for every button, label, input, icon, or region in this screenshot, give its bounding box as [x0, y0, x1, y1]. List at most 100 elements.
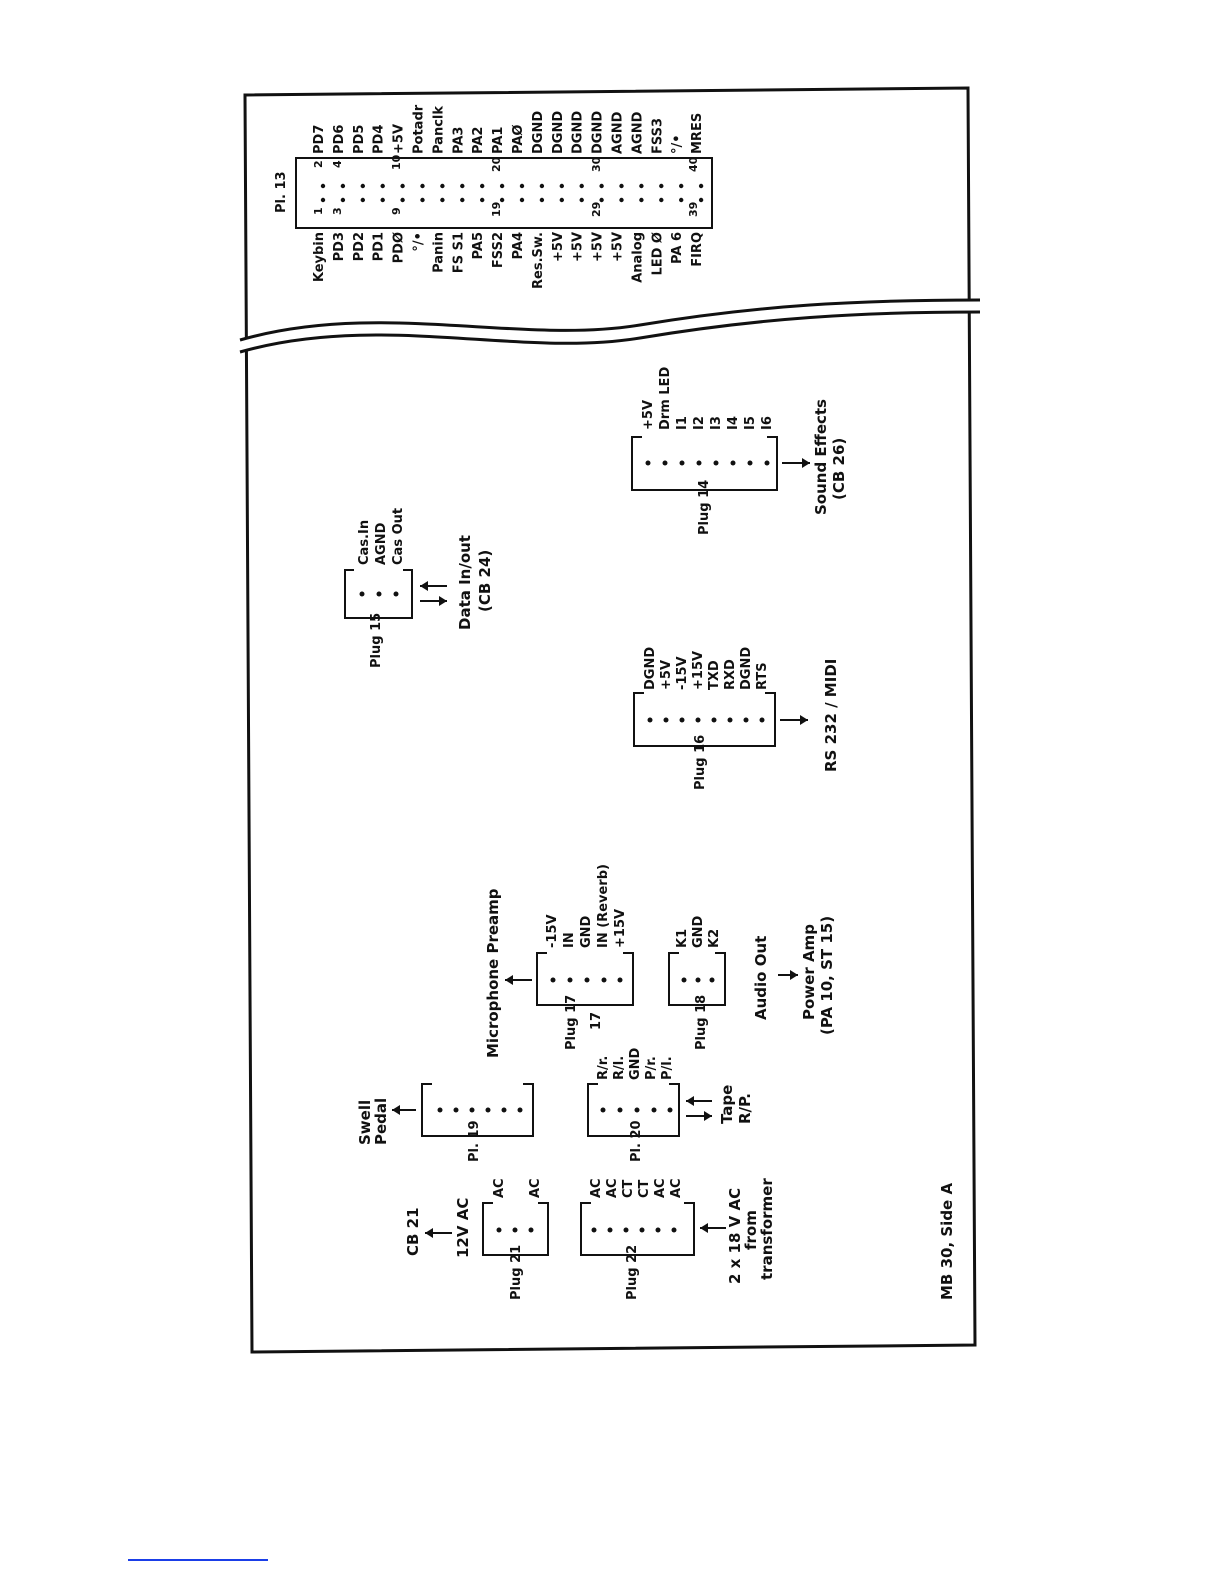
plug14-name: Plug 14 — [697, 480, 712, 535]
pl13-right-label: PA1 — [491, 127, 506, 154]
pl13-pin — [579, 183, 584, 189]
plug14-pin-label: I3 — [709, 416, 724, 430]
plug22-signal3: transformer — [758, 1178, 776, 1280]
pl13-left-label: PDØ — [392, 232, 407, 263]
plug16: DGND +5V -15V +15V TXD RXD DGND RTS Plug… — [633, 647, 840, 790]
plug17-signal: Microphone Preamp — [484, 888, 502, 1058]
pl13-right-label: PA3 — [451, 127, 466, 154]
pl13-right-label: AGND — [611, 111, 626, 154]
pl20-signal2: R/P. — [736, 1093, 754, 1124]
plug17-pin-label: IN — [562, 932, 577, 948]
plug17-extra: 17 — [589, 1012, 604, 1030]
pl13-pin — [639, 183, 644, 189]
pl13-pin — [360, 183, 365, 189]
pl13-pin — [679, 183, 684, 189]
plug14-housing — [631, 436, 778, 491]
plug17-name: Plug 17 — [564, 995, 579, 1050]
plug16-pin-label: RTS — [755, 662, 770, 690]
pl13-pin — [659, 183, 664, 189]
pl13-left-label: PD1 — [372, 232, 387, 261]
pl13-right-label: PA2 — [471, 127, 486, 154]
pl13-pin — [460, 183, 465, 189]
pl13-left-label: PA4 — [511, 232, 526, 259]
pl13-right-label: Panclk — [431, 106, 446, 154]
pl13-pin-29: 29 — [590, 202, 603, 217]
pl13-pin — [440, 183, 445, 189]
pl13-right-label: Potadr — [412, 104, 427, 154]
pl13-pin — [519, 183, 525, 189]
pl13-right-label: PD5 — [352, 125, 367, 154]
pl13-pin — [360, 197, 365, 203]
plug17-pin-label: -15V — [545, 914, 560, 948]
pl13-left-label: PA 6 — [670, 232, 685, 264]
pl13-right-label: PAØ — [511, 125, 526, 154]
plug15-pin-label: AGND — [374, 522, 389, 565]
plug21: AC AC Plug 21 CB 21 12V AC — [404, 1178, 549, 1300]
pl13-pin — [619, 197, 624, 203]
plug22-signal2: from — [742, 1210, 760, 1250]
plug-pin — [696, 460, 702, 466]
pl13-pin — [659, 197, 664, 203]
pl13-left-label: +5V — [611, 232, 626, 262]
plug16-name: Plug 16 — [693, 735, 708, 790]
pl13-right-label: DGND — [531, 111, 546, 154]
plug-pin — [747, 460, 753, 466]
pl19-signal: Swell — [356, 1100, 374, 1145]
plug-pin — [679, 717, 685, 723]
pl13-right-label: +5V — [392, 124, 407, 154]
board-outline — [243, 86, 977, 1354]
plug15-housing — [344, 569, 413, 619]
plug15-dest: (CB 24) — [476, 550, 494, 612]
pl13-pin — [698, 197, 704, 203]
break-line — [239, 298, 981, 354]
underline-link — [128, 1559, 268, 1561]
pl13-left-label: +5V — [591, 232, 606, 262]
plug18: K1 GND K2 Plug 18 Audio Out Power Amp (P… — [668, 915, 836, 1050]
pl20-pin-label: R/r. — [596, 1056, 611, 1080]
plug15-name: Plug 15 — [369, 613, 384, 668]
pl13-pin — [480, 183, 485, 189]
plug16-pin-label: RXD — [723, 659, 738, 690]
pl13-pin — [380, 197, 385, 203]
pl19-signal2: Pedal — [372, 1098, 390, 1145]
pl19-name: Pl. 19 — [467, 1120, 482, 1162]
pl13-left-label: +5V — [571, 232, 586, 262]
pl13-right-label: PD4 — [372, 125, 387, 154]
pl20-pin-label: P/r. — [644, 1056, 659, 1080]
plug-pin — [730, 460, 736, 466]
pl20-signal: Tape — [718, 1085, 736, 1124]
pl13-left-label: +5V — [551, 232, 566, 262]
plug-pin — [727, 717, 733, 723]
plug21-dest: CB 21 — [404, 1207, 422, 1256]
plug14-pin-label: I2 — [692, 416, 707, 430]
pl13-right-label: PD6 — [332, 125, 347, 154]
plug-pin — [759, 717, 765, 723]
plug21-pin-label: AC — [492, 1178, 507, 1198]
plug15-pin-label: Cas.In — [357, 520, 372, 565]
plug22: AC AC CT CT AC AC Plug 22 2 x 18 V AC fr… — [580, 1178, 776, 1300]
plug15-pin-label: Cas Out — [391, 508, 406, 565]
plug18-housing — [668, 952, 726, 1006]
pl20-housing — [587, 1083, 680, 1137]
plug14-pin-label: I4 — [726, 416, 741, 430]
pl13-pin — [420, 183, 425, 189]
plug14: +5V Drm LED I1 I2 I3 I4 I5 I6 Plug 14 So… — [631, 367, 848, 535]
pl20: R/r. R/l. GND P/r. P/l. Pl. 20 Tape R/P. — [587, 1047, 754, 1162]
pl13-housing — [295, 157, 713, 229]
pl13-left-label: Analog — [630, 232, 645, 283]
pl13-pin — [499, 197, 505, 203]
pl13-pin-3: 3 — [331, 207, 344, 215]
diagram-caption: MB 30, Side A — [938, 1183, 956, 1300]
plug-pin — [743, 717, 749, 723]
pl13-left-label: °/• — [412, 232, 427, 252]
pl13-pin-30: 30 — [590, 156, 603, 172]
pl13-pin — [400, 183, 405, 189]
plug16-pin-label: DGND — [643, 647, 658, 690]
plug16-pin-label: TXD — [707, 660, 722, 690]
plug14-pin-label: Drm LED — [658, 367, 673, 430]
plug14-dest: (CB 26) — [830, 438, 848, 500]
plug14-pin-label: +5V — [641, 400, 656, 430]
